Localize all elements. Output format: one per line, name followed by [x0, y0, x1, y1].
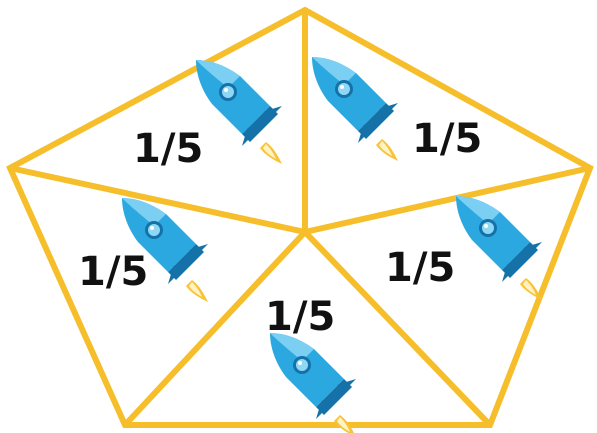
rocket-icon: [270, 333, 356, 433]
section-label-bottom: 1/5: [265, 294, 335, 340]
rocket-icon: [456, 196, 542, 300]
section-label-top-left: 1/5: [133, 126, 203, 172]
section-label-right: 1/5: [385, 245, 455, 291]
divider-line-right: [305, 168, 590, 232]
rocket-icon: [196, 60, 282, 164]
section-label-left: 1/5: [78, 249, 148, 295]
section-label-top-right: 1/5: [412, 116, 482, 162]
rocket-icon: [312, 57, 398, 161]
